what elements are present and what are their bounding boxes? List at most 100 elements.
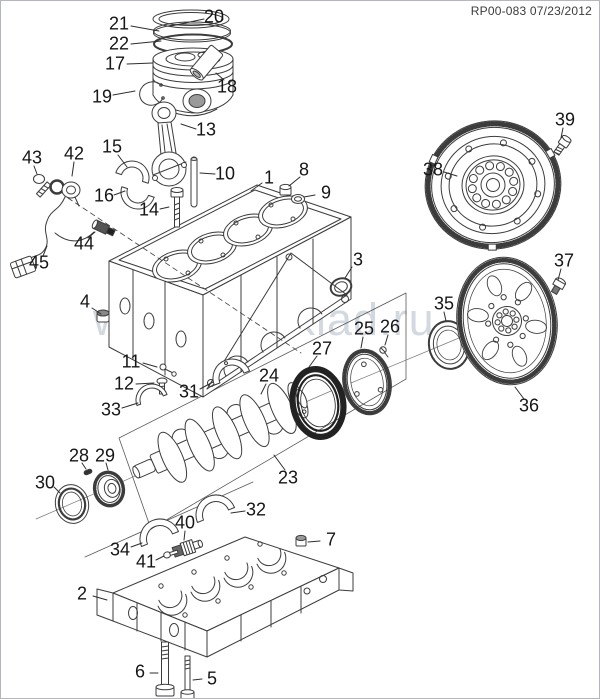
callout-40: 40 — [174, 512, 196, 533]
piston-rings — [152, 9, 233, 55]
piston-pin — [189, 44, 224, 81]
leader-line-28 — [81, 462, 87, 470]
callout-15: 15 — [101, 136, 123, 157]
leader-line-23 — [273, 454, 286, 471]
engine-block — [108, 184, 352, 398]
leader-lines — [33, 18, 564, 681]
callout-21: 21 — [108, 13, 130, 34]
crank-gear-ring — [289, 366, 347, 440]
crankshaft — [132, 382, 309, 483]
rod-bolt — [170, 187, 184, 228]
callout-2: 2 — [76, 583, 88, 604]
leader-line-16 — [113, 190, 126, 196]
callout-9: 9 — [320, 182, 332, 203]
callout-22: 22 — [108, 33, 130, 54]
callout-34: 34 — [109, 539, 131, 560]
callout-45: 45 — [28, 252, 50, 273]
leader-line-41 — [155, 555, 165, 561]
callout-16: 16 — [93, 185, 115, 206]
block-seal — [329, 277, 353, 297]
main-bearing-lower — [195, 494, 236, 523]
callout-18: 18 — [216, 76, 238, 97]
callout-12: 12 — [113, 373, 135, 394]
callout-44: 44 — [73, 233, 95, 254]
knock-sensor — [91, 219, 116, 237]
callout-37: 37 — [553, 250, 575, 271]
callout-14: 14 — [138, 199, 160, 220]
callout-19: 19 — [91, 86, 113, 107]
cup-plug — [279, 183, 292, 196]
crank-sprocket — [92, 470, 126, 508]
leader-line-13 — [180, 123, 197, 130]
leader-line-7 — [307, 540, 321, 543]
sensor-bolt — [33, 174, 52, 198]
leader-line-45 — [42, 245, 48, 257]
leader-line-2 — [92, 595, 108, 601]
leader-line-36 — [514, 386, 525, 400]
crank-position-sensor — [49, 179, 81, 207]
flywheel-bolt — [553, 134, 572, 156]
leader-line-17 — [126, 62, 154, 65]
callout-6: 6 — [134, 661, 146, 682]
rod-bearing-upper — [115, 160, 150, 184]
leader-line-34 — [130, 542, 143, 548]
leader-line-11 — [142, 362, 158, 368]
leader-line-9 — [303, 194, 316, 198]
leader-line-14 — [159, 206, 170, 210]
lower-crankcase — [96, 536, 354, 658]
callout-24: 24 — [258, 365, 280, 386]
rod-bearing-lower — [120, 186, 155, 210]
callout-20: 20 — [203, 6, 225, 27]
leader-line-30 — [53, 486, 61, 494]
callout-38: 38 — [422, 159, 444, 180]
flexplate — [456, 256, 558, 386]
sensor-bore-axis — [67, 197, 302, 354]
dowel-pin — [190, 156, 198, 208]
callout-23: 23 — [277, 467, 299, 488]
reluctor-ring — [342, 348, 392, 416]
callout-13: 13 — [195, 119, 217, 140]
leader-line-39 — [560, 127, 564, 139]
callout-8: 8 — [298, 159, 310, 180]
callout-29: 29 — [94, 445, 116, 466]
callout-39: 39 — [554, 109, 576, 130]
front-seal — [54, 484, 90, 524]
block-plug — [96, 309, 110, 323]
connecting-rod — [151, 101, 187, 187]
leader-line-3 — [344, 266, 353, 279]
callout-5: 5 — [206, 668, 218, 689]
leader-line-22 — [130, 40, 162, 45]
leader-line-21 — [130, 25, 160, 32]
leader-line-24 — [260, 383, 267, 395]
callout-30: 30 — [34, 472, 56, 493]
doc-reference: RP00-083 07/23/2012 — [470, 4, 592, 18]
leader-line-15 — [117, 154, 128, 168]
callout-31: 31 — [178, 381, 200, 402]
leader-line-32 — [230, 510, 246, 514]
main-bearing-upper — [212, 358, 251, 386]
leader-line-35 — [443, 311, 447, 322]
leader-line-29 — [105, 462, 109, 471]
leader-line-25 — [360, 336, 364, 349]
leader-line-19 — [112, 90, 136, 96]
leader-line-18 — [215, 72, 225, 81]
leader-line-40 — [183, 530, 186, 541]
leader-line-43 — [33, 165, 38, 175]
callout-33: 33 — [100, 399, 122, 420]
main-bearing-lower-2 — [139, 518, 180, 547]
oil-sensor-bolt — [163, 549, 179, 559]
callout-27: 27 — [311, 338, 333, 359]
crankcase-plug — [295, 534, 307, 547]
callout-3: 3 — [352, 249, 364, 270]
callout-26: 26 — [379, 316, 401, 337]
crankcase-bolt-short — [180, 655, 195, 698]
callout-4: 4 — [79, 291, 91, 312]
leader-line-8 — [288, 176, 301, 187]
leader-line-44 — [87, 231, 96, 239]
leader-line-42 — [71, 161, 75, 177]
reluctor-screw — [379, 346, 389, 358]
explode-group-box — [84, 292, 407, 558]
oil-gallery-plug — [291, 194, 305, 204]
